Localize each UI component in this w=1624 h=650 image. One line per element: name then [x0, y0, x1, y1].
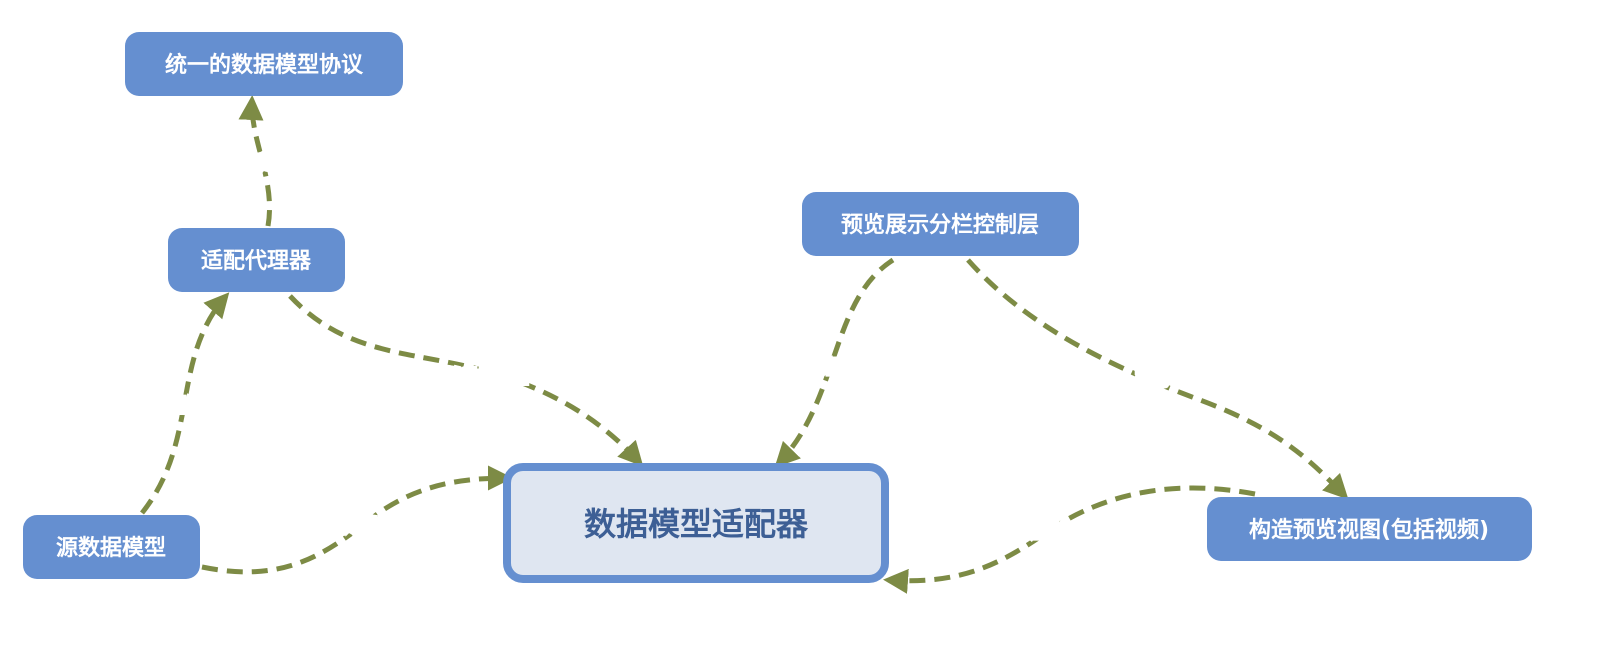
edge-label-control-to-adapter: 引用	[816, 357, 848, 376]
node-adapter[interactable]: 数据模型适配器	[503, 463, 889, 583]
edge-label-control-to-view: 引用	[1136, 369, 1168, 388]
edge-source-to-proxy	[140, 292, 230, 515]
node-adapter-label: 数据模型适配器	[584, 505, 809, 543]
edge-label-proxy-to-protocol: 按照协议进行适配	[196, 153, 324, 172]
edge-proxy-to-adapter	[288, 294, 644, 467]
node-preview-view[interactable]: 构造预览视图(包括视频)	[1207, 497, 1532, 561]
node-protocol-label: 统一的数据模型协议	[165, 52, 364, 78]
node-proxy[interactable]: 适配代理器	[168, 228, 345, 292]
node-preview-control[interactable]: 预览展示分栏控制层	[802, 192, 1079, 256]
edge-control-to-view	[966, 258, 1349, 500]
edge-label-source-to-proxy: 模型组装	[153, 396, 217, 415]
node-preview-view-label: 构造预览视图(包括视频)	[1249, 517, 1489, 543]
node-proxy-label: 适配代理器	[201, 249, 312, 274]
edge-proxy-to-protocol	[238, 95, 272, 227]
edge-view-to-adapter	[883, 485, 1256, 594]
node-preview-control-label: 预览展示分栏控制层	[841, 212, 1039, 238]
edge-label-proxy-to-adapter: 传递解析的数据模型	[383, 367, 527, 386]
edge-source-to-adapter	[201, 465, 513, 575]
edge-control-to-adapter	[774, 257, 895, 468]
node-source[interactable]: 源数据模型	[23, 515, 200, 579]
edge-label-view-to-adapter: 代理并适配数据变化(可更换扩展)	[930, 521, 1167, 540]
node-protocol[interactable]: 统一的数据模型协议	[125, 32, 403, 96]
node-source-label: 源数据模型	[56, 535, 166, 561]
edge-label-source-to-adapter: 配置+自动转换解析	[284, 516, 425, 535]
